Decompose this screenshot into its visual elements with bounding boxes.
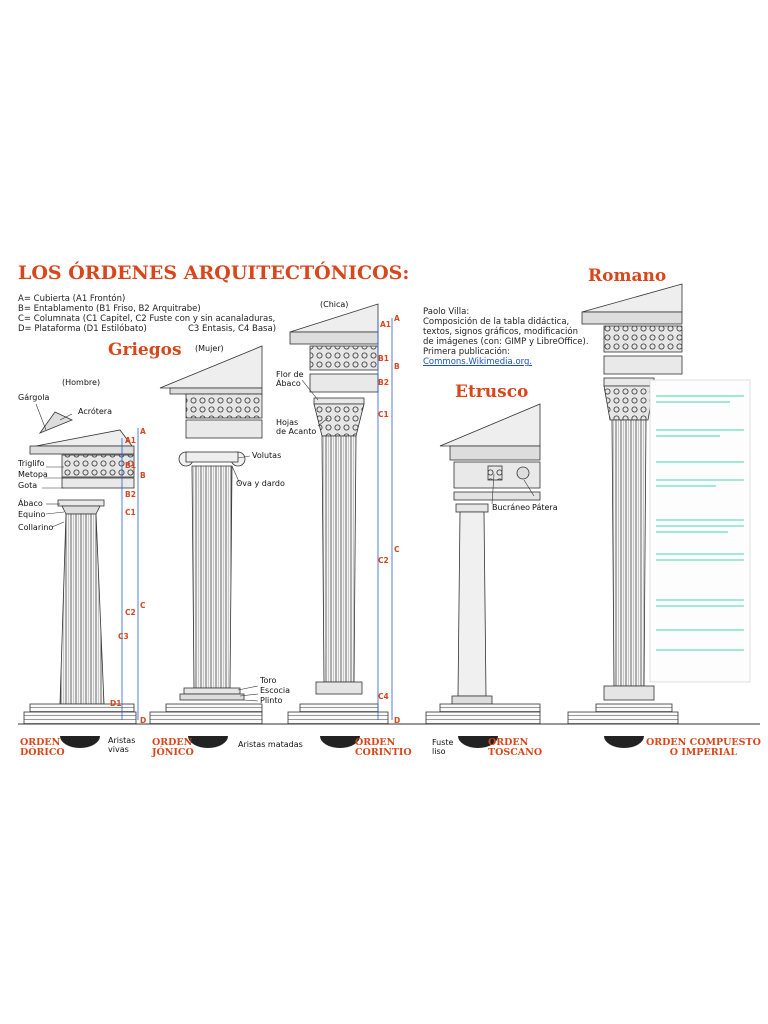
marker-b2: B2 <box>125 490 136 499</box>
legend-c: C= Columnata (C1 Capitel, C2 Fuste con y… <box>18 314 276 324</box>
order-compuesto: ORDEN COMPUESTO O IMPERIAL <box>646 738 761 758</box>
credits-line: Composición de la tabla didáctica, <box>423 317 570 327</box>
wheel-icons <box>60 736 644 748</box>
ionic-column <box>149 345 263 725</box>
order-dorico: ORDEN DÓRICO <box>20 738 65 758</box>
order-line: ORDEN <box>20 737 61 748</box>
order-corintio: ORDEN CORINTIO <box>355 738 412 758</box>
marker-a: A <box>140 427 146 436</box>
credits-line: Paolo Villa: <box>423 307 470 317</box>
label-line: liso <box>432 747 446 756</box>
label-metopa: Metopa <box>18 470 48 479</box>
label-line: Ábaco <box>276 379 301 388</box>
caption-mujer: (Mujer) <box>195 344 224 353</box>
credits-line: de imágenes (con: GIMP y LibreOffice). <box>423 337 589 347</box>
marker-b: B <box>140 471 146 480</box>
etruscan-column <box>425 403 541 725</box>
credits-line: Primera publicación: <box>423 347 511 357</box>
label-escocia: Escocia <box>260 686 291 695</box>
legend-d: D= Plataforma (D1 Estilóbato) <box>18 324 147 334</box>
label-aristas-vivas: Aristas vivas <box>108 736 135 754</box>
marker-b1: B1 <box>125 461 136 470</box>
label-gota: Gota <box>18 481 38 490</box>
marker-c2: C2 <box>125 608 136 617</box>
legend-b: B= Entablamento (B1 Friso, B2 Arquitrabe… <box>18 304 201 314</box>
label-ova-dardo: Ova y dardo <box>236 479 285 488</box>
commons-link[interactable]: Commons.Wikimedia.org. <box>423 357 533 367</box>
order-line: ORDEN <box>152 737 193 748</box>
label-line: vivas <box>108 745 129 754</box>
group-etrusco: Etrusco <box>455 382 529 402</box>
order-line: JÓNICO <box>152 747 194 758</box>
dimension-lines <box>121 318 393 720</box>
info-panel-lines <box>656 395 744 651</box>
label-triglifo: Triglifo <box>18 459 45 468</box>
legend-a: A= Cubierta (A1 Frontón) <box>18 294 126 304</box>
label-fuste-liso: Fuste liso <box>432 738 453 756</box>
marker-a1: A1 <box>125 436 137 445</box>
label-aristas-matadas: Aristas matadas <box>238 740 303 749</box>
corinthian-column <box>287 303 389 725</box>
marker-c1: C1 <box>378 410 389 419</box>
marker-c3: C3 <box>118 632 129 641</box>
label-bucraneo: Bucráneo <box>492 503 531 512</box>
label-line: Aristas <box>108 736 136 745</box>
composite-column <box>567 283 683 725</box>
order-jonico: ORDEN JÓNICO <box>152 738 194 758</box>
marker-b: B <box>394 362 400 371</box>
group-griegos: Griegos <box>108 340 182 360</box>
marker-c: C <box>140 601 146 610</box>
label-acrotera: Acrótera <box>78 407 112 416</box>
order-line: DÓRICO <box>20 747 65 758</box>
label-line: de Acanto <box>276 427 317 436</box>
label-abaco: Ábaco <box>18 499 43 508</box>
order-toscano: ORDEN TOSCANO <box>488 738 542 758</box>
label-volutas: Volutas <box>252 451 282 460</box>
marker-d: D <box>140 716 147 725</box>
label-flor-abaco: Flor de Ábaco <box>276 370 304 388</box>
label-hojas-acanto: Hojas de Acanto <box>276 418 316 436</box>
order-line: ORDEN COMPUESTO <box>646 737 761 748</box>
marker-c: C <box>394 545 400 554</box>
label-plinto: Plinto <box>260 696 283 705</box>
label-toro: Toro <box>260 676 277 685</box>
marker-c2: C2 <box>378 556 389 565</box>
marker-c4: C4 <box>378 692 389 701</box>
label-patera: Pátera <box>532 503 558 512</box>
label-collarino: Collarino <box>18 523 54 532</box>
credits-block: Paolo Villa: Composición de la tabla did… <box>423 307 589 367</box>
order-line: ORDEN <box>355 737 396 748</box>
page-title: LOS ÓRDENES ARQUITECTÓNICOS: <box>18 262 410 284</box>
order-line: ORDEN <box>488 737 529 748</box>
leader-lines <box>35 379 535 702</box>
label-equino: Equino <box>18 510 46 519</box>
label-line: Fuste <box>432 738 454 747</box>
info-panel-box <box>649 379 751 683</box>
credits-line: textos, signos gráficos, modificación <box>423 327 578 337</box>
label-line: Flor de <box>276 370 304 379</box>
order-line: O IMPERIAL <box>669 747 738 758</box>
marker-a1: A1 <box>380 320 392 329</box>
marker-b2: B2 <box>378 378 389 387</box>
order-line: TOSCANO <box>488 747 543 758</box>
marker-d: D <box>394 716 401 725</box>
group-romano: Romano <box>588 266 667 286</box>
order-line: CORINTIO <box>355 747 412 758</box>
label-line: Hojas <box>276 418 299 427</box>
legend-c-extra: C3 Entasis, C4 Basa) <box>188 324 277 334</box>
marker-a: A <box>394 314 400 323</box>
doric-column <box>23 411 137 725</box>
marker-b1: B1 <box>378 354 389 363</box>
marker-c1: C1 <box>125 508 136 517</box>
label-gargola: Gárgola <box>18 393 50 402</box>
caption-hombre: (Hombre) <box>62 378 101 387</box>
caption-chica: (Chica) <box>320 300 349 309</box>
marker-d1: D1 <box>110 699 122 708</box>
